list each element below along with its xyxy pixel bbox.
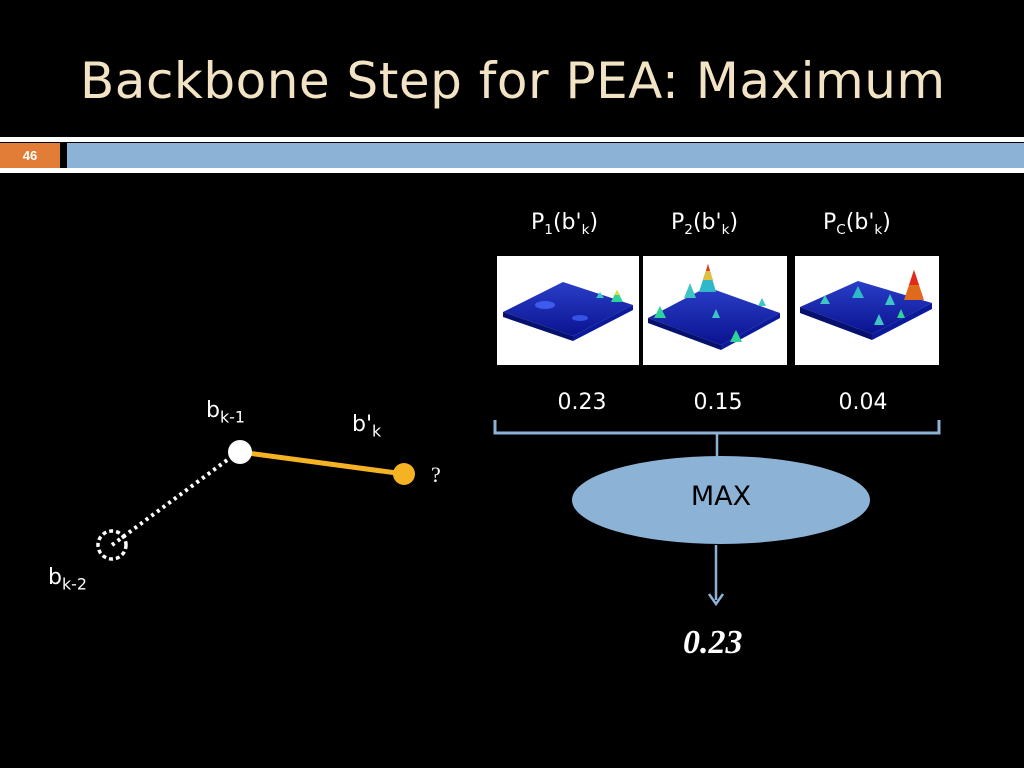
header-band	[67, 143, 1024, 168]
panel-value-2: 0.15	[693, 390, 743, 415]
slide-number: 46	[0, 143, 60, 168]
label-b-k-minus-1: bk-1	[206, 398, 245, 427]
result-value: 0.23	[683, 624, 743, 661]
node-b-k-minus-2	[96, 529, 128, 561]
node-b-prime-k	[393, 463, 415, 485]
panel-label-3: PC(b'k)	[823, 210, 891, 238]
dotted-edge-previous	[110, 450, 240, 547]
slide-title: Backbone Step for PEA: Maximum	[80, 52, 946, 110]
candidate-edge	[239, 449, 405, 477]
panel-label-2: P2(b'k)	[671, 210, 739, 238]
header-rule-bottom	[0, 168, 1024, 173]
label-b-k-minus-2: bk-2	[48, 565, 87, 594]
surface-plot-2	[643, 256, 787, 365]
unknown-marker: ?	[431, 462, 441, 487]
surface-plot-1	[497, 256, 639, 365]
result-arrow-head	[707, 593, 725, 607]
header-rule-top	[0, 137, 1024, 142]
label-b-prime-k: b'k	[352, 412, 382, 441]
max-operator-ellipse	[572, 456, 870, 544]
max-operator-label: MAX	[690, 481, 752, 512]
surface-plot-3	[795, 256, 939, 365]
panel-value-3: 0.04	[838, 390, 888, 415]
values-bracket	[493, 420, 941, 435]
node-b-k-minus-1	[228, 440, 252, 464]
panel-label-1: P1(b'k)	[531, 210, 599, 238]
panel-value-1: 0.23	[557, 390, 607, 415]
